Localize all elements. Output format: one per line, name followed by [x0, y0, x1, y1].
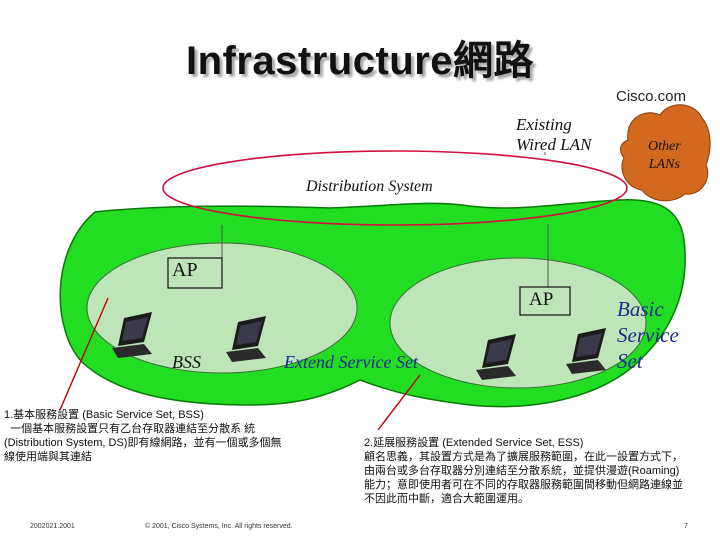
existing-lan-label: Existing Wired LAN: [516, 115, 592, 154]
laptop-icon: [226, 316, 266, 362]
laptop-icon: [566, 328, 606, 374]
ess-label: Extend Service Set: [284, 352, 418, 372]
laptop-icon: [112, 312, 152, 358]
bss-note: 1.基本服務設置 (Basic Service Set, BSS) 一個基本服務…: [4, 409, 282, 463]
bss-right-area: [389, 257, 647, 389]
pointer-bss: [59, 297, 109, 411]
other-lans-cloud: [620, 104, 711, 202]
ap-right-box: [519, 286, 571, 316]
other-lans-label: Other LANs: [648, 139, 681, 172]
ap-left-label: AP: [172, 259, 198, 281]
ess-note: 2.延展服務設置 (Extended Service Set, ESS) 顧名思…: [364, 437, 683, 505]
page-number: 7: [684, 523, 688, 530]
distribution-ring: [162, 150, 628, 226]
bss-label: BSS: [172, 352, 201, 372]
basic-service-set-label: Basic Service Set: [617, 297, 679, 373]
slide-title: Infrastructure網路: [185, 39, 535, 83]
pointer-ess: [377, 374, 421, 431]
ap-left-box: [167, 257, 223, 289]
footer-date: 2002021.2001: [30, 523, 75, 530]
laptop-icon: [476, 334, 516, 380]
footer-copyright: © 2001, Cisco Systems, Inc. All rights r…: [145, 523, 293, 530]
cisco-logo: Cisco.com: [615, 88, 686, 105]
distribution-system-label: Distribution System: [306, 178, 433, 195]
ap-right-label: AP: [529, 289, 554, 310]
